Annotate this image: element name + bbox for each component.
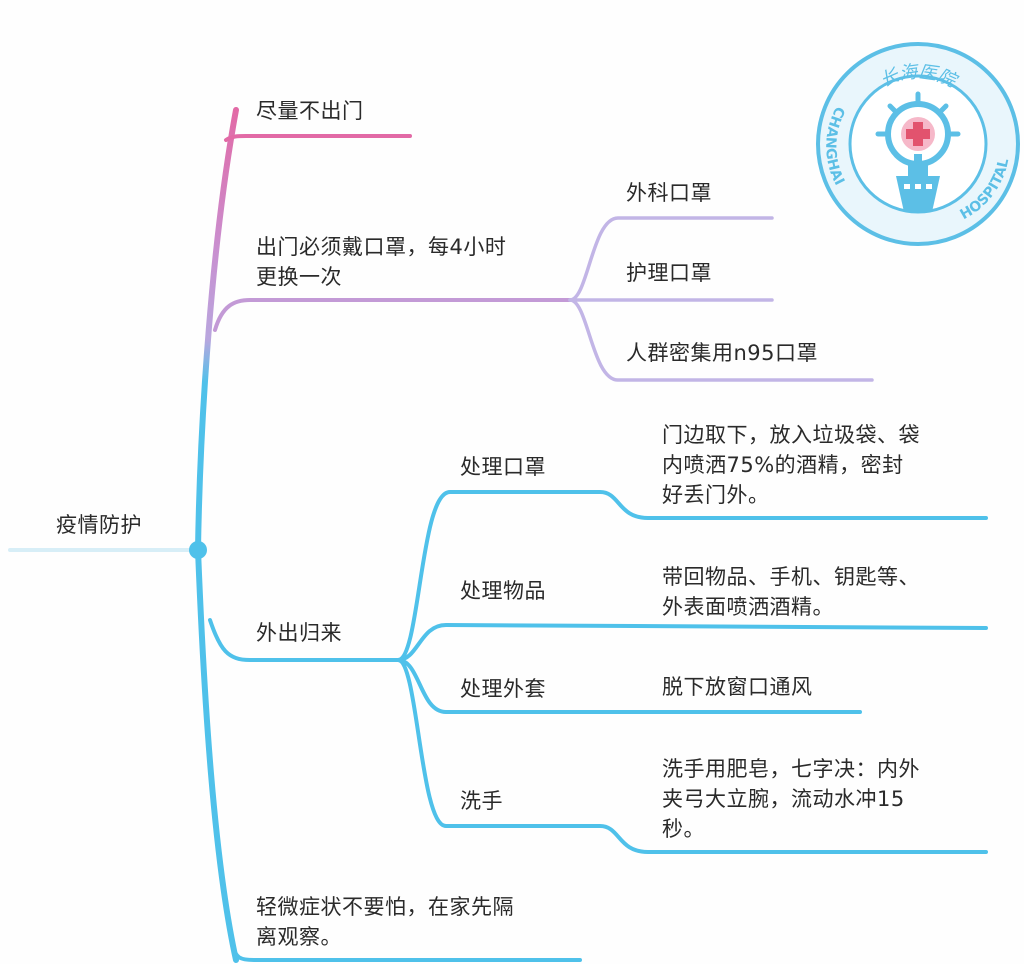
return-detail-mask: 门边取下，放入垃圾袋、袋 内喷洒75%的酒精，密封 好丢门外。 — [662, 423, 920, 507]
return-child-mask: 处理口罩 — [460, 455, 546, 479]
hospital-emblem-icon: 长海医院 CHANGHAI HOSPITAL — [816, 42, 1020, 246]
branch-return-label: 外出归来 — [256, 621, 342, 645]
branch-mask-line — [213, 298, 572, 332]
root-node — [189, 541, 207, 559]
mask-child-surgical: 外科口罩 — [626, 181, 712, 205]
trunk-lower — [195, 547, 239, 963]
return-fork-3 — [396, 658, 862, 714]
branch-return-line — [208, 618, 400, 662]
branch-stay-home-label: 尽量不出门 — [256, 99, 364, 123]
mask-fork-down — [568, 298, 874, 382]
return-child-wash: 洗手 — [460, 789, 503, 813]
branch-mask-label: 出门必须戴口罩，每4小时 更换一次 — [256, 235, 507, 289]
branch-stay-home-line — [224, 134, 412, 142]
return-fork-2 — [396, 622, 988, 662]
return-detail-items: 带回物品、手机、钥匙等、 外表面喷洒酒精。 — [662, 565, 920, 619]
mask-child-nursing: 护理口罩 — [626, 261, 712, 285]
trunk-upper — [195, 107, 239, 553]
mask-child-n95: 人群密集用n95口罩 — [626, 341, 819, 365]
return-detail-coat: 脱下放窗口通风 — [662, 675, 813, 699]
return-detail-wash: 洗手用肥皂，七字决：内外 夹弓大立腕，流动水冲15 秒。 — [662, 757, 920, 841]
branch-mild-line — [230, 943, 582, 962]
root-label: 疫情防护 — [56, 513, 142, 537]
mask-fork-up — [568, 216, 774, 302]
return-fork-4 — [396, 658, 988, 854]
return-child-items: 处理物品 — [460, 579, 546, 603]
return-fork-1 — [396, 490, 988, 662]
return-child-coat: 处理外套 — [460, 677, 546, 701]
branch-mild-label: 轻微症状不要怕，在家先隔 离观察。 — [256, 895, 514, 949]
